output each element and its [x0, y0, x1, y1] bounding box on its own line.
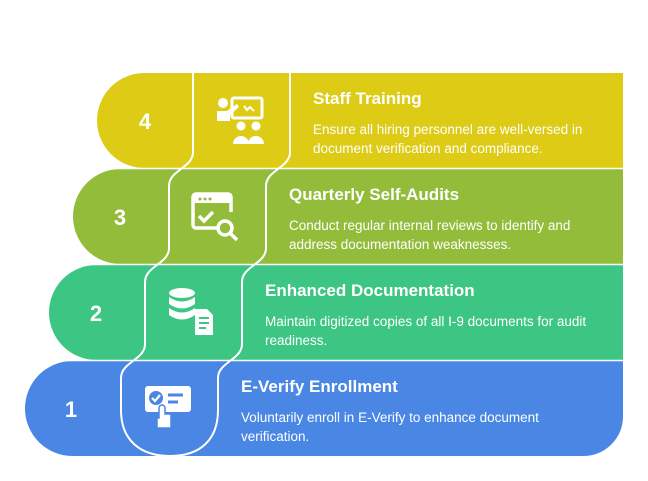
step-1-bar — [25, 361, 623, 456]
step-2-title: Enhanced Documentation — [265, 281, 475, 300]
step-3-number: 3 — [113, 205, 127, 230]
audit-checklist-search-icon — [191, 192, 239, 242]
step-3-title: Quarterly Self-Audits — [289, 185, 460, 204]
database-document-icon — [169, 288, 213, 335]
step-4-number: 4 — [138, 109, 152, 134]
step-3-description: Conduct regular internal reviews to iden… — [289, 218, 571, 252]
step-4-title: Staff Training — [313, 89, 422, 108]
step-1-title: E-Verify Enrollment — [241, 377, 398, 396]
step-4-bar — [97, 73, 623, 168]
step-1-description: Voluntarily enroll in E-Verify to enhanc… — [241, 410, 539, 444]
step-4-description: Ensure all hiring personnel are well-ver… — [313, 122, 583, 156]
step-1-number: 1 — [64, 397, 78, 422]
step-2-number: 2 — [89, 301, 103, 326]
step-2-description: Maintain digitized copies of all I-9 doc… — [265, 314, 587, 348]
presentation-training-icon — [217, 96, 264, 144]
verify-card-click-icon — [145, 386, 191, 429]
step-3-bar — [73, 169, 623, 264]
